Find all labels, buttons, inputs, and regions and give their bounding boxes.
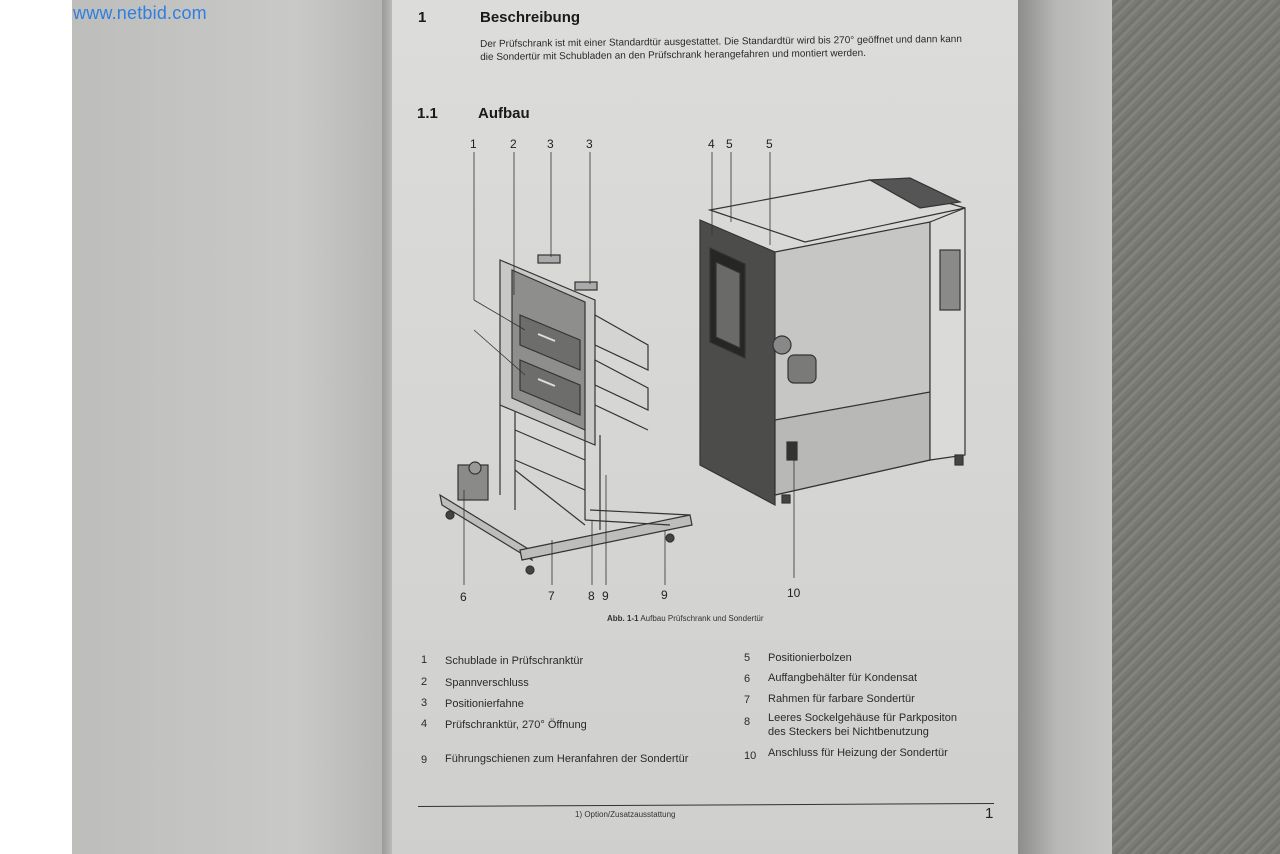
callout-9b: 9 bbox=[661, 588, 668, 602]
legend-text: Positionierbolzen bbox=[768, 652, 852, 664]
figure-illustration bbox=[439, 152, 966, 585]
legend-num: 4 bbox=[421, 718, 428, 730]
callout-10: 10 bbox=[787, 586, 801, 600]
legend-text: Prüfschranktür, 270° Öffnung bbox=[445, 719, 587, 731]
legend-text: Schublade in Prüfschranktür bbox=[445, 655, 584, 667]
legend-num: 2 bbox=[421, 676, 428, 688]
legend-text: Positionierfahne bbox=[445, 698, 524, 710]
background-left bbox=[0, 0, 72, 854]
section-description: Der Prüfschrank ist mit einer Standardtü… bbox=[480, 33, 962, 63]
legend-text: Leeres Sockelgehäuse für Parkpositon des… bbox=[768, 712, 957, 738]
callout-5b: 5 bbox=[766, 137, 773, 151]
page-number: 1 bbox=[985, 805, 994, 822]
test-chamber-drawing bbox=[699, 177, 966, 506]
legend-num: 7 bbox=[744, 694, 751, 706]
legend-text: Rahmen für farbare Sondertür bbox=[768, 693, 915, 705]
callout-6: 6 bbox=[460, 590, 467, 604]
figure-caption-text: Aufbau Prüfschrank und Sondertür bbox=[640, 614, 764, 623]
callout-5a: 5 bbox=[726, 137, 733, 151]
callout-1: 1 bbox=[470, 137, 477, 151]
legend-num: 10 bbox=[744, 750, 757, 762]
legend-text: Anschluss für Heizung der Sondertür bbox=[768, 747, 948, 759]
door-assembly-drawing bbox=[439, 254, 693, 575]
table-surface bbox=[1112, 0, 1280, 854]
legend-text: Führungschienen zum Heranfahren der Sond… bbox=[445, 753, 689, 765]
callout-8: 8 bbox=[588, 589, 595, 603]
section-title: Beschreibung bbox=[480, 9, 581, 26]
subsection-title: Aufbau bbox=[478, 105, 530, 122]
legend-num: 5 bbox=[744, 652, 751, 664]
legend-num: 3 bbox=[421, 697, 428, 709]
watermark-link[interactable]: www.netbid.com bbox=[73, 3, 207, 23]
callout-2: 2 bbox=[510, 137, 517, 151]
left-page bbox=[72, 0, 392, 854]
callout-3b: 3 bbox=[586, 137, 593, 151]
callout-4: 4 bbox=[708, 137, 715, 151]
figure-caption: Abb. 1-1 Aufbau Prüfschrank und Sondertü… bbox=[607, 614, 764, 623]
legend-num: 1 bbox=[421, 654, 428, 666]
leader-lines bbox=[463, 152, 795, 585]
callout-9a: 9 bbox=[602, 589, 609, 603]
footnote: 1) Option/Zusatzausstattung bbox=[575, 810, 676, 819]
legend-num: 9 bbox=[421, 754, 428, 766]
legend-text: Auffangbehälter für Kondensat bbox=[768, 672, 918, 684]
section-number: 1 bbox=[418, 9, 427, 26]
page-stack-edge bbox=[1018, 0, 1114, 854]
figure-caption-label: Abb. 1-1 bbox=[607, 614, 639, 623]
subsection-number: 1.1 bbox=[417, 105, 438, 122]
callout-7: 7 bbox=[548, 589, 555, 603]
legend-num: 8 bbox=[744, 716, 751, 728]
legend-num: 6 bbox=[744, 673, 751, 685]
callout-3a: 3 bbox=[547, 137, 554, 151]
legend-text: Spannverschluss bbox=[445, 677, 529, 689]
